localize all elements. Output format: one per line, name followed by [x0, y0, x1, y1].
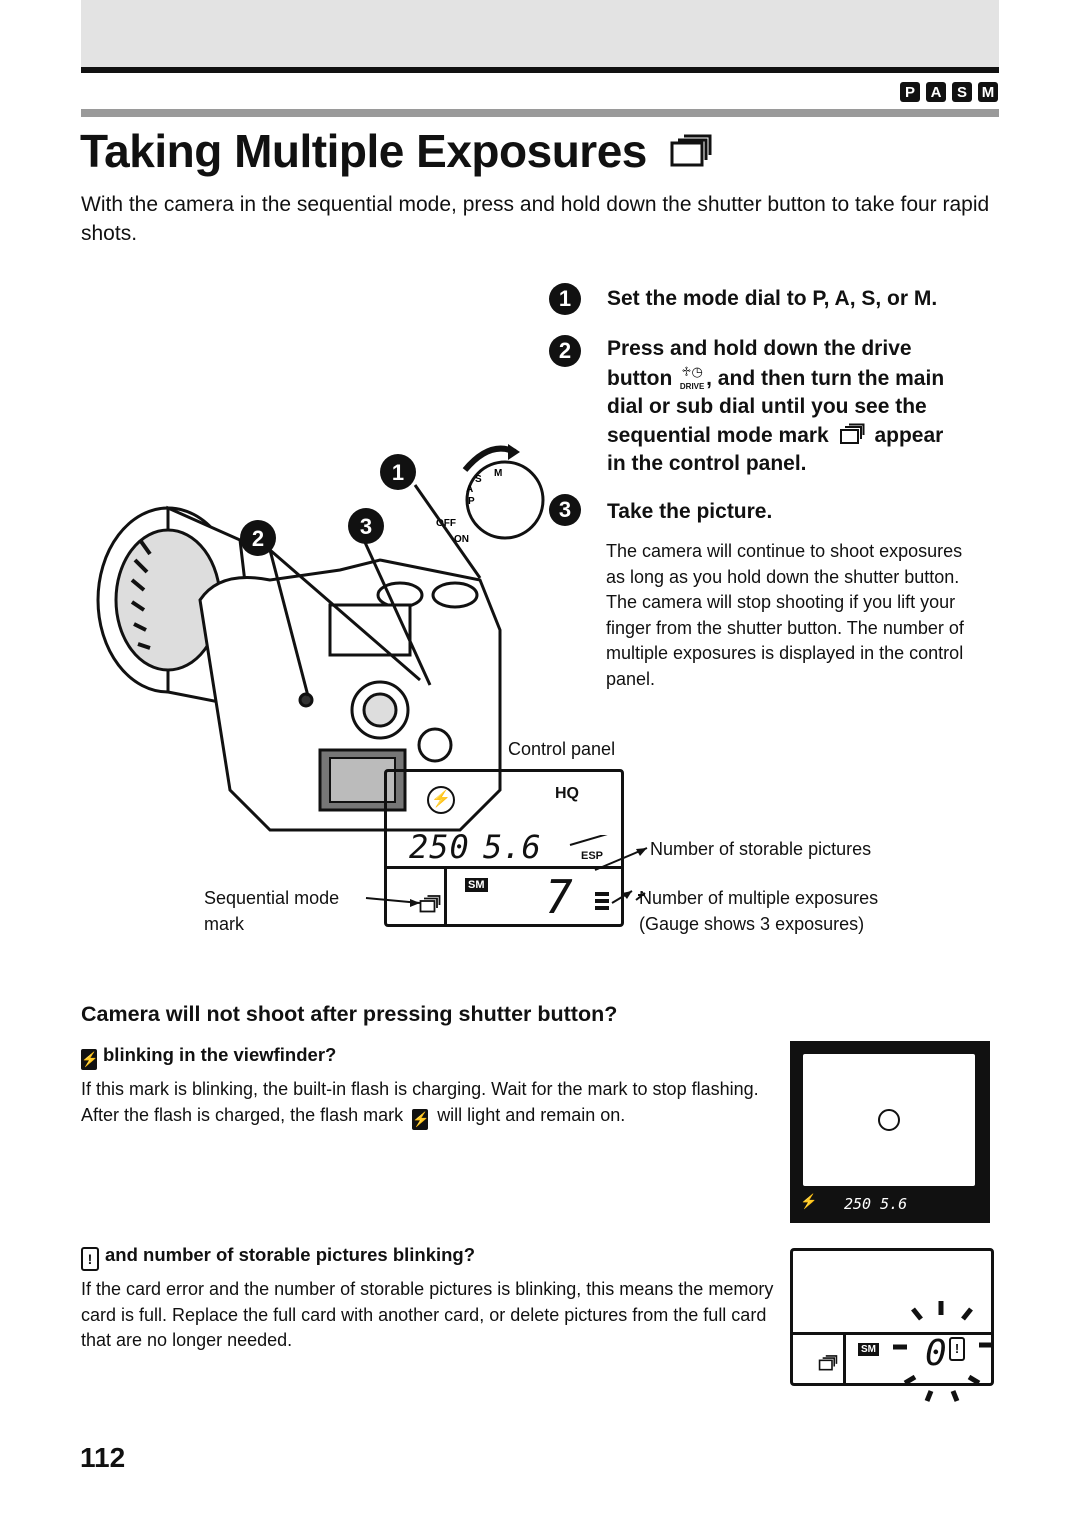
- troubleshoot-heading: Camera will not shoot after pressing shu…: [81, 1002, 618, 1026]
- card-full-panel: SM 0 !: [790, 1248, 994, 1402]
- lcd-esp: ESP: [581, 850, 604, 862]
- flash-icon: ⚡: [412, 1108, 430, 1130]
- camera-body-drawing: [198, 558, 502, 832]
- dial-on-label: ON: [454, 534, 469, 545]
- gauge-bar: [595, 899, 609, 903]
- af-target-icon: [878, 1109, 900, 1131]
- drive-label: DRIVE: [679, 381, 705, 391]
- gauge-bar: [595, 892, 609, 896]
- multiple-label: Number of multiple exposures: [639, 888, 879, 908]
- item2-heading-text: and number of storable pictures blinking…: [105, 1244, 476, 1265]
- step-1-number: 1: [549, 283, 581, 315]
- callout-3: 3: [360, 514, 372, 539]
- step-2-seq-text: sequential mode mark: [607, 423, 829, 447]
- dial-mode-a: A: [466, 484, 473, 495]
- mode-badge-a: A: [926, 82, 946, 102]
- sequential-mode-icon: [839, 423, 865, 444]
- item1-body-a: If this mark is blinking, the built-in f…: [81, 1079, 759, 1125]
- step-2-line-2: button ♱◷ DRIVE , and then turn the main: [607, 364, 997, 394]
- item1-body-b: will light and remain on.: [437, 1104, 626, 1125]
- item2-heading: ! and number of storable pictures blinkin…: [81, 1244, 475, 1271]
- control-panel-lcd: ⚡ HQ 250 5.6 ESP SM 7: [384, 769, 624, 927]
- step-2-line-4: sequential mode mark appear: [607, 422, 997, 451]
- flash-off-icon: ⚡: [427, 786, 455, 814]
- panel-card-error-icon: !: [949, 1337, 965, 1361]
- item1-body: If this mark is blinking, the built-in f…: [81, 1077, 781, 1130]
- step-2-number: 2: [549, 335, 581, 367]
- step-2-line-3: dial or sub dial until you see the: [607, 395, 927, 418]
- callout-lines: [365, 835, 646, 907]
- lcd-gauge: [595, 892, 609, 910]
- camera-illustration: S A P M OFF ON 1 2 3: [96, 444, 545, 832]
- header-rule: [81, 67, 999, 73]
- lcd-divider-vertical: [444, 866, 447, 924]
- mode-badge-s: S: [952, 82, 972, 102]
- callout-2: 2: [252, 526, 264, 551]
- dial-mode-p: P: [468, 496, 475, 507]
- step-3-body: The camera will continue to shoot exposu…: [606, 541, 964, 689]
- viewfinder-readout: 250 5.6: [844, 1195, 908, 1213]
- sequential-mode-icon: [670, 134, 712, 167]
- panel-divider-vertical: [843, 1332, 846, 1383]
- control-panel-label: Control panel: [508, 739, 616, 759]
- dial-off-label: OFF: [436, 518, 456, 529]
- lcd-aperture: 5.6: [483, 828, 541, 866]
- callout-1: 1: [392, 460, 404, 485]
- step-3-number: 3: [549, 494, 581, 526]
- card-error-icon: !: [81, 1247, 99, 1271]
- callout-pointers: [594, 847, 648, 904]
- lcd-hq: HQ: [555, 785, 579, 802]
- viewfinder-image: ⚡ 250 5.6: [790, 1041, 990, 1223]
- step-2-line-5: in the control panel.: [607, 452, 807, 475]
- intro-text: With the camera in the sequential mode, …: [81, 193, 990, 245]
- storable-label: Number of storable pictures: [650, 839, 872, 859]
- lcd-count: 7: [545, 870, 573, 924]
- mode-dial-drawing: S A P M OFF ON: [436, 444, 545, 545]
- step-2-button-word: button: [607, 366, 673, 390]
- step-2-line-1: Press and hold down the drive: [607, 337, 912, 360]
- seq-mark-label-1: Sequential mode: [204, 888, 340, 908]
- viewfinder-flash-icon: ⚡: [800, 1193, 818, 1209]
- page-title: Taking Multiple Exposures: [80, 124, 713, 178]
- item2-body: If the card error and the number of stor…: [81, 1279, 774, 1350]
- panel-divider: [793, 1332, 991, 1335]
- item1-heading-text: blinking in the viewfinder?: [103, 1044, 337, 1065]
- step-2-line-2-rest: , and then turn the main: [706, 366, 945, 390]
- seq-mark-label-2: mark: [204, 914, 244, 934]
- lcd-shutter: 250: [409, 828, 470, 866]
- gauge-bar: [595, 906, 609, 910]
- step-2-appear: appear: [874, 423, 944, 447]
- step-3-text: Take the picture.: [607, 500, 773, 523]
- item1-heading: ⚡blinking in the viewfinder?: [81, 1044, 336, 1070]
- page-title-text: Taking Multiple Exposures: [80, 125, 647, 177]
- blink-marks: [893, 1301, 993, 1402]
- step-1-text: Set the mode dial to P, A, S, or M.: [607, 287, 938, 310]
- lcd-divider: [387, 866, 621, 869]
- mode-badge-m: M: [978, 82, 998, 102]
- gauge-label: (Gauge shows 3 exposures): [639, 914, 865, 934]
- drive-button-icon: ♱◷ DRIVE: [679, 363, 705, 391]
- dial-mode-m: M: [494, 468, 502, 479]
- panel-count: 0: [925, 1333, 947, 1374]
- lcd-sequential-icon: [419, 895, 441, 913]
- lcd-sm: SM: [465, 878, 488, 892]
- section-rule: [81, 109, 999, 117]
- flash-icon: ⚡: [81, 1049, 98, 1070]
- dial-mode-s: S: [475, 474, 482, 485]
- step-2-text: Press and hold down the drive button ♱◷ …: [607, 335, 997, 479]
- mode-badge-p: P: [900, 82, 920, 102]
- mode-badges: P A S M: [900, 82, 998, 102]
- header-band: [81, 0, 999, 67]
- page-number: 112: [80, 1442, 126, 1473]
- panel-sequential-icon: [818, 1355, 838, 1371]
- panel-sm: SM: [858, 1343, 879, 1356]
